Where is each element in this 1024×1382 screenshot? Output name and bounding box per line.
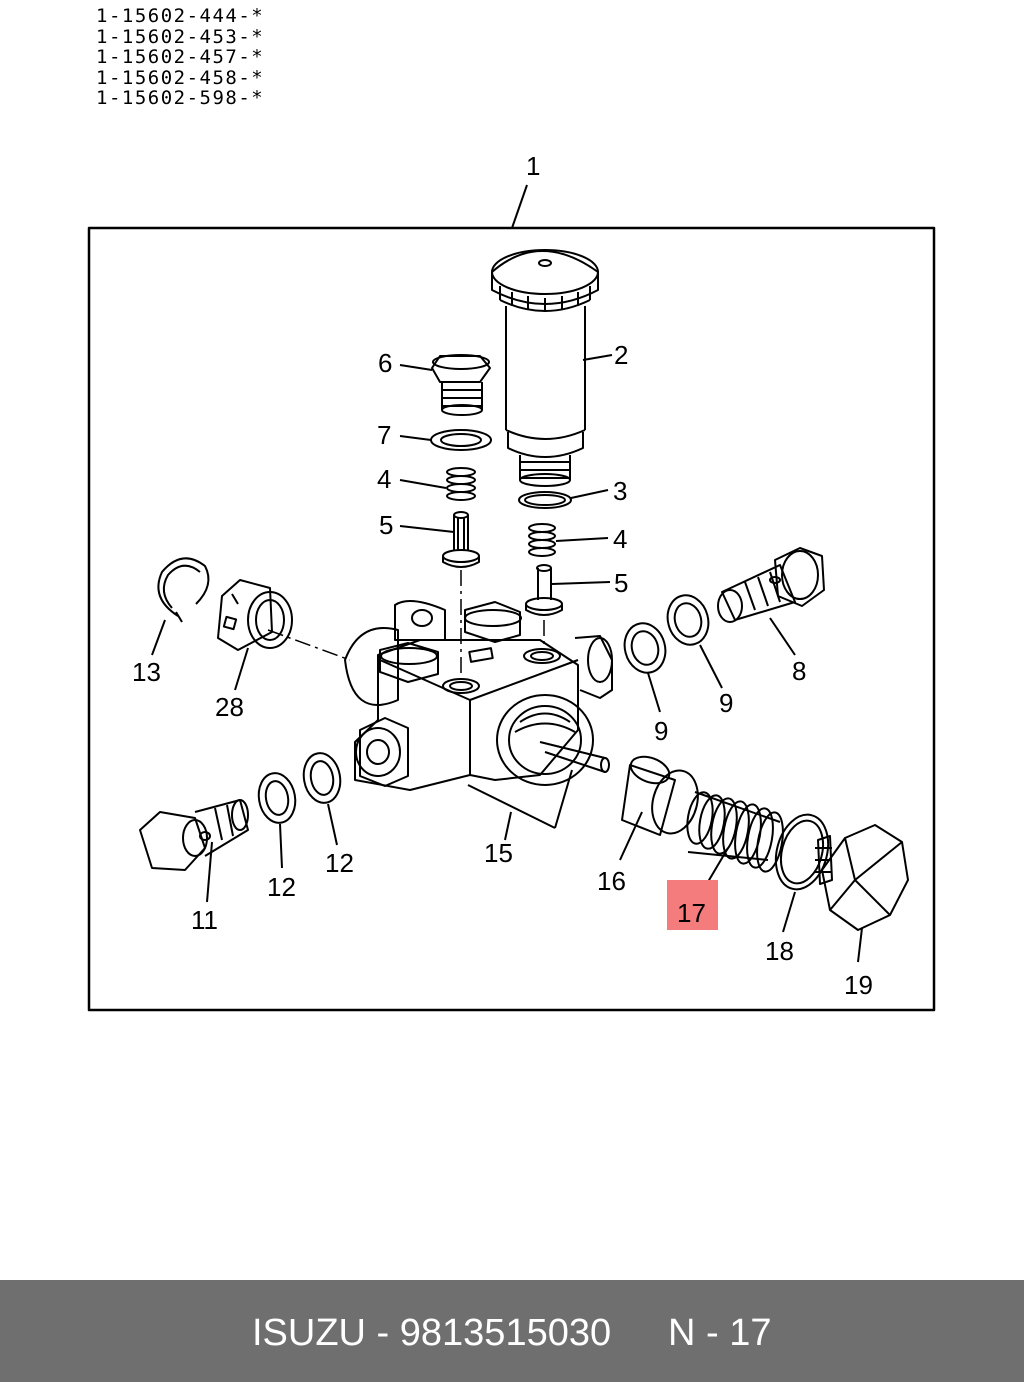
callout-7: 7	[377, 420, 391, 450]
part-28-adapter	[217, 579, 293, 651]
leader-4a	[399, 479, 447, 489]
callout-13: 13	[132, 657, 161, 687]
leader-11	[206, 841, 213, 903]
part-4-spring-right	[528, 523, 556, 557]
leader-8	[769, 617, 796, 656]
part-19-plug	[815, 824, 909, 931]
brand-part-code: ISUZU - 9813515030	[252, 1312, 612, 1354]
part-number: 1-15602-458-*	[96, 66, 265, 89]
part-18-o-ring	[774, 813, 830, 891]
part-number: 1-15602-457-*	[96, 46, 265, 68]
callout-8: 8	[792, 656, 806, 686]
leader-5a	[399, 525, 455, 533]
footer-bar: ISUZU - 9813515030 N - 17	[0, 1280, 1024, 1382]
callout-5b: 5	[614, 568, 628, 598]
part-2-priming-pump	[491, 249, 599, 487]
callout-16: 16	[597, 866, 626, 896]
leader-16	[619, 811, 643, 861]
part-12-gasket-right	[302, 752, 342, 804]
leader-12b	[327, 803, 338, 846]
leader-4b	[555, 537, 609, 542]
leader-15	[467, 769, 573, 841]
diagram-frame	[87, 226, 936, 1012]
leader-1	[511, 184, 528, 229]
part-6-plug-bolt	[431, 354, 491, 416]
leader-9b	[647, 672, 661, 713]
callout-9a: 9	[719, 688, 733, 718]
part-5-valve-right	[525, 564, 563, 616]
part-12-gasket-left	[257, 772, 297, 824]
leader-7	[399, 435, 432, 441]
part-7-washer	[430, 429, 492, 451]
callout-5a: 5	[379, 510, 393, 540]
leader-19	[857, 927, 863, 963]
callout-labels: 1 2 3 4 4 5 5 6 7 8 9 9 11 12 12 13 15 1…	[132, 151, 873, 1000]
leader-13	[151, 619, 166, 656]
part-4-spring-left	[446, 467, 476, 501]
leader-2	[582, 354, 613, 361]
part-3-gasket	[518, 491, 572, 509]
callout-15: 15	[484, 838, 513, 868]
part-11-banjo-bolt	[139, 799, 249, 871]
callout-12a: 12	[267, 872, 296, 902]
part-9-gasket-lower	[623, 622, 667, 674]
leader-6	[399, 364, 433, 371]
part-13-snap-ring	[157, 557, 210, 623]
exploded-parts-diagram: 1 2 3 4 4 5 5 6 7 8 9 9 11 12 12 13 15 1…	[87, 151, 936, 1012]
part-8-banjo-bolt	[717, 547, 825, 623]
leader-28	[234, 647, 249, 691]
part-15-pump-body	[344, 600, 613, 791]
callout-12b: 12	[325, 848, 354, 878]
alignment-lines	[267, 570, 545, 680]
part-number: 1-15602-444-*	[96, 5, 265, 27]
part-number: 1-15602-598-*	[96, 87, 265, 109]
callout-1: 1	[526, 151, 540, 181]
callout-3: 3	[613, 476, 627, 506]
leader-3	[570, 489, 609, 499]
part-5-valve-left	[442, 511, 480, 568]
callout-9b: 9	[654, 716, 668, 746]
callout-2: 2	[614, 340, 628, 370]
callout-28: 28	[215, 692, 244, 722]
callout-17: 17	[677, 898, 706, 928]
leader-5b	[551, 581, 611, 585]
callout-4b: 4	[613, 524, 627, 554]
leader-9a	[699, 644, 723, 689]
leader-18	[782, 891, 796, 933]
part-9-gasket-upper	[666, 594, 710, 646]
part-number-list: 1-15602-444-* 1-15602-453-* 1-15602-457-…	[96, 6, 264, 109]
callout-18: 18	[765, 936, 794, 966]
page-reference: N - 17	[668, 1312, 772, 1354]
part-number: 1-15602-453-*	[96, 25, 265, 48]
callout-17-highlight	[667, 880, 718, 930]
callout-11: 11	[191, 905, 218, 935]
callout-4a: 4	[377, 464, 391, 494]
callout-6: 6	[378, 348, 392, 378]
leader-12a	[279, 823, 283, 869]
part-17-spring	[686, 791, 784, 873]
callout-19: 19	[844, 970, 873, 1000]
part-16-sleeve	[621, 755, 699, 836]
